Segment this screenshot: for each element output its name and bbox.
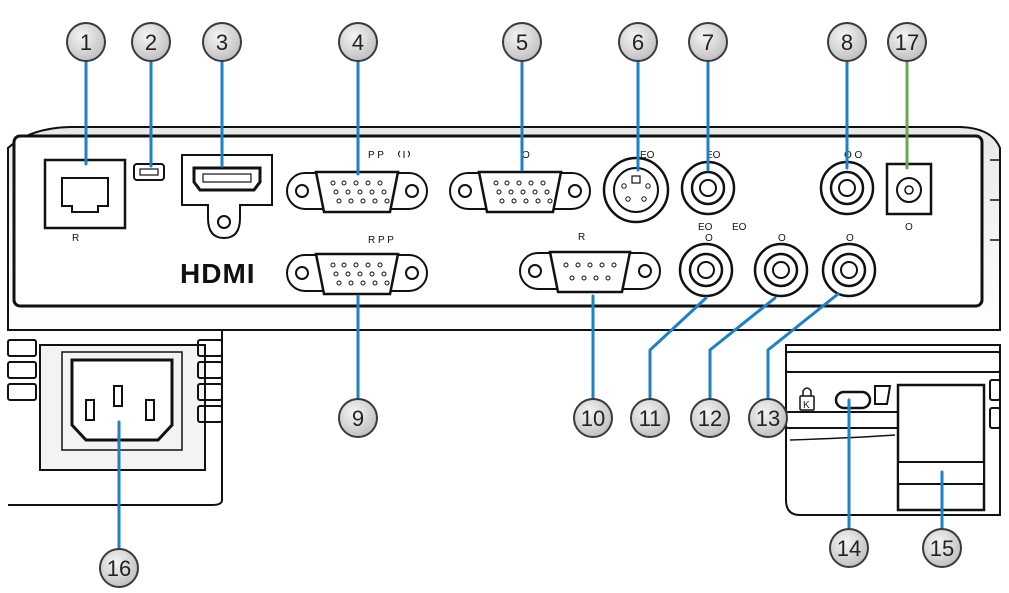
audio-in-2-top-label: EO: [732, 222, 747, 233]
callout-8: 8: [827, 22, 867, 62]
svg-text:15: 15: [930, 536, 954, 561]
svg-text:4: 4: [352, 30, 364, 55]
ports: R HDMI P P: [43, 150, 986, 512]
rs232-label: R: [578, 232, 585, 243]
svg-text:2: 2: [145, 30, 157, 55]
dc-out-label: O: [905, 222, 913, 233]
dc-out-port: O: [885, 162, 933, 233]
svg-text:16: 16: [107, 556, 131, 581]
audio-in-2-label: O: [778, 233, 786, 244]
ac-power-socket: [61, 351, 183, 451]
callout-16: 16: [99, 548, 139, 588]
svg-text:10: 10: [581, 406, 605, 431]
svg-text:7: 7: [702, 30, 714, 55]
callout-4: 4: [338, 22, 378, 62]
callout-11: 11: [630, 398, 670, 438]
leader-12: [708, 296, 777, 402]
callouts: 1 2 3 4 5 6 7 8 17 9 10 11 12 13 14 15 1…: [66, 22, 962, 588]
audio-out-label: O O: [844, 150, 863, 161]
vga-out-label: O: [522, 150, 530, 161]
vga-in-2-port: R P P: [286, 235, 428, 296]
hdmi-port: [181, 154, 273, 240]
vga-in-1-port: P P: [286, 150, 428, 214]
callout-5: 5: [502, 22, 542, 62]
callout-13: 13: [748, 398, 788, 438]
callout-6: 6: [618, 22, 658, 62]
svg-text:1: 1: [80, 30, 92, 55]
hdmi-logo: HDMI: [180, 258, 256, 289]
svg-text:14: 14: [837, 536, 861, 561]
callout-3: 3: [202, 22, 242, 62]
callout-12: 12: [690, 398, 730, 438]
left-vents: [7, 339, 223, 423]
svg-text:6: 6: [632, 30, 644, 55]
security-bar: [896, 383, 986, 512]
svg-text:9: 9: [352, 406, 364, 431]
lan-port-label: R: [72, 233, 79, 244]
wireless-icon: [398, 150, 410, 158]
leader-11: [648, 296, 708, 402]
audio-in-3-port: O: [821, 233, 877, 298]
mini-usb-port: [133, 163, 165, 181]
audio-out-port: O O: [819, 150, 875, 216]
callout-14: 14: [829, 528, 869, 568]
audio-in-1-label: O: [705, 233, 713, 244]
vga-in-2-label: R P P: [368, 235, 394, 246]
audio-in-1-top-label: EO: [698, 222, 713, 233]
svg-text:17: 17: [895, 30, 919, 55]
vga-in-1-label: P P: [368, 150, 384, 161]
svg-text:8: 8: [841, 30, 853, 55]
svg-text:12: 12: [698, 406, 722, 431]
audio-in-2-port: EO O: [732, 222, 809, 298]
audio-in-1-port: EO O: [678, 222, 734, 298]
callout-17: 17: [887, 22, 927, 62]
callout-9: 9: [338, 398, 378, 438]
leader-13: [766, 292, 840, 402]
svideo-port: EO: [602, 150, 670, 224]
lan-port: R: [43, 158, 127, 244]
svg-text:3: 3: [216, 30, 228, 55]
rs232-port: R: [519, 232, 661, 294]
kensington-lock-icon: K: [799, 387, 815, 411]
svg-text:11: 11: [639, 406, 662, 431]
audio-in-3-label: O: [846, 233, 854, 244]
svg-text:K: K: [803, 400, 810, 411]
svg-text:5: 5: [516, 30, 528, 55]
callout-7: 7: [688, 22, 728, 62]
kensington-lock-slot: K: [799, 385, 892, 411]
callout-15: 15: [922, 528, 962, 568]
svg-text:13: 13: [756, 406, 780, 431]
vga-out-port: O: [449, 150, 591, 214]
composite-label: EO: [706, 150, 721, 161]
leader-lines: [84, 58, 944, 552]
svideo-label: EO: [640, 150, 655, 161]
callout-10: 10: [573, 398, 613, 438]
callout-1: 1: [66, 22, 106, 62]
callout-2: 2: [131, 22, 171, 62]
composite-port: EO: [680, 150, 736, 216]
